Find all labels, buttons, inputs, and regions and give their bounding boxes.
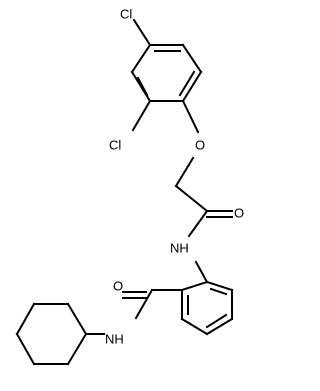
dichlorophenyl-ring bbox=[130, 43, 203, 103]
bond-to-cl-top bbox=[132, 18, 152, 47]
amide-nitrogen-top-label: NH bbox=[170, 241, 189, 256]
cyclohexyl-bond-4 bbox=[15, 332, 36, 366]
bond-ether-oxygen-to-ch2 bbox=[174, 156, 195, 188]
ether-oxygen-label: O bbox=[195, 138, 205, 153]
ring1-bond-3 bbox=[181, 70, 203, 103]
molecule-structure: Cl Cl O O NH O NH bbox=[15, 7, 244, 366]
bond-ring-to-ether-oxygen bbox=[181, 99, 200, 134]
ring2-bond-2 bbox=[205, 280, 234, 292]
ring2-bond-1 bbox=[180, 280, 209, 292]
bond-benzamide-carbonyl-to-nitrogen bbox=[134, 288, 154, 320]
cyclohexyl-bond-1 bbox=[66, 302, 88, 336]
ring1-bond-6 bbox=[130, 43, 152, 74]
ring1-double-bond-3 bbox=[136, 76, 149, 97]
ring2-bond-4 bbox=[205, 317, 234, 336]
bond-ch2-to-carbonyl-carbon bbox=[174, 184, 209, 213]
bond-amide-nitrogen-to-ring2 bbox=[194, 260, 209, 284]
carbonyl-oxygen-top-label: O bbox=[234, 206, 244, 221]
ring2-bond-5 bbox=[180, 317, 209, 336]
anilide-ring bbox=[180, 280, 234, 336]
ring1-bond-5 bbox=[130, 70, 152, 103]
cyclohexyl-bond-3 bbox=[15, 302, 36, 336]
carbonyl-oxygen-bottom-label: O bbox=[113, 279, 123, 294]
ring1-double-bond-2 bbox=[178, 70, 196, 97]
cyclohexyl-ring bbox=[15, 302, 88, 366]
ring2-double-bond-1 bbox=[209, 287, 228, 296]
bond-carbonyl-to-amide-nitrogen bbox=[187, 209, 209, 238]
ring1-bond-2 bbox=[181, 43, 203, 74]
amide-nitrogen-bottom-label: NH bbox=[105, 332, 124, 347]
bond-to-cl-left bbox=[131, 99, 152, 132]
cyclohexyl-bond-6 bbox=[66, 332, 88, 366]
cl-top-label: Cl bbox=[120, 7, 132, 22]
ring2-double-bond-2 bbox=[205, 313, 228, 329]
cl-left-label: Cl bbox=[109, 138, 121, 153]
